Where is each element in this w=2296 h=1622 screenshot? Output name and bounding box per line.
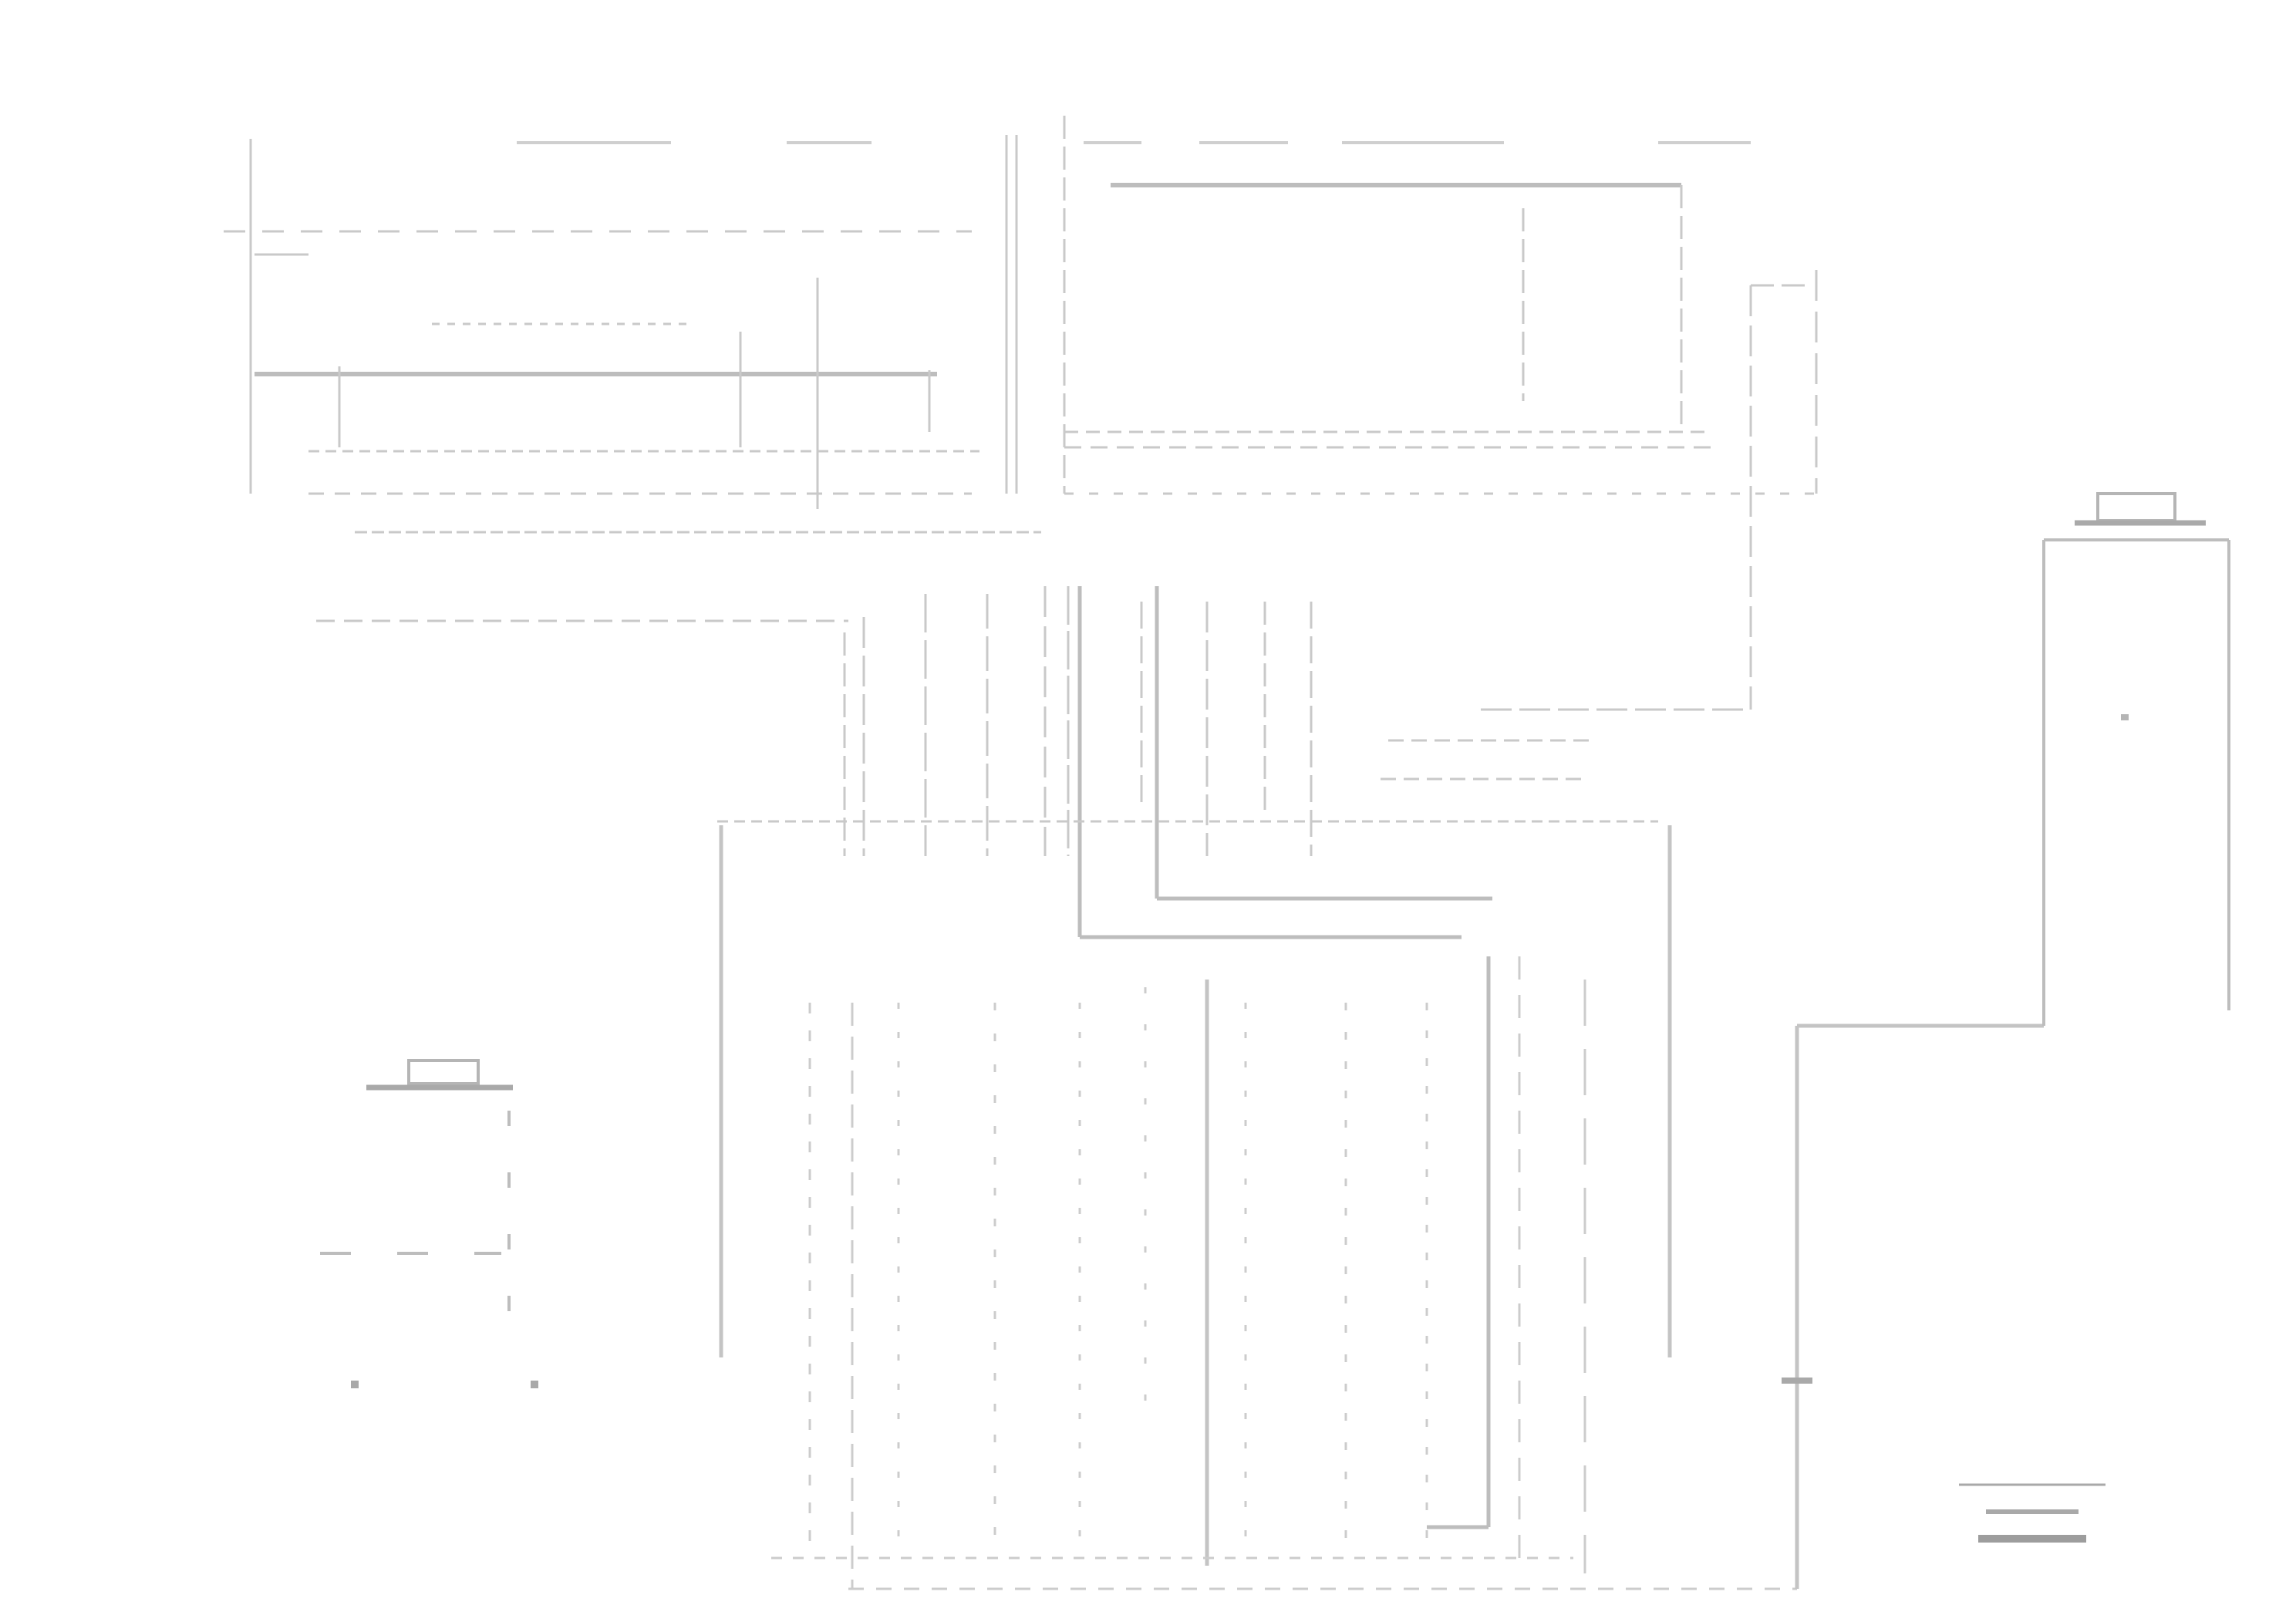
terminal-block-left bbox=[719, 825, 1209, 1589]
terminal-block-right bbox=[771, 825, 2044, 1590]
harness-top-left bbox=[224, 135, 1041, 622]
right-tank-icon bbox=[2042, 492, 2230, 1026]
center-bus bbox=[717, 586, 1658, 939]
bottom-right-connector bbox=[1782, 1378, 1812, 1550]
left-tank-icon bbox=[320, 1059, 538, 1388]
title-block bbox=[1959, 1483, 2106, 1543]
harness-top-right bbox=[1063, 116, 1820, 711]
